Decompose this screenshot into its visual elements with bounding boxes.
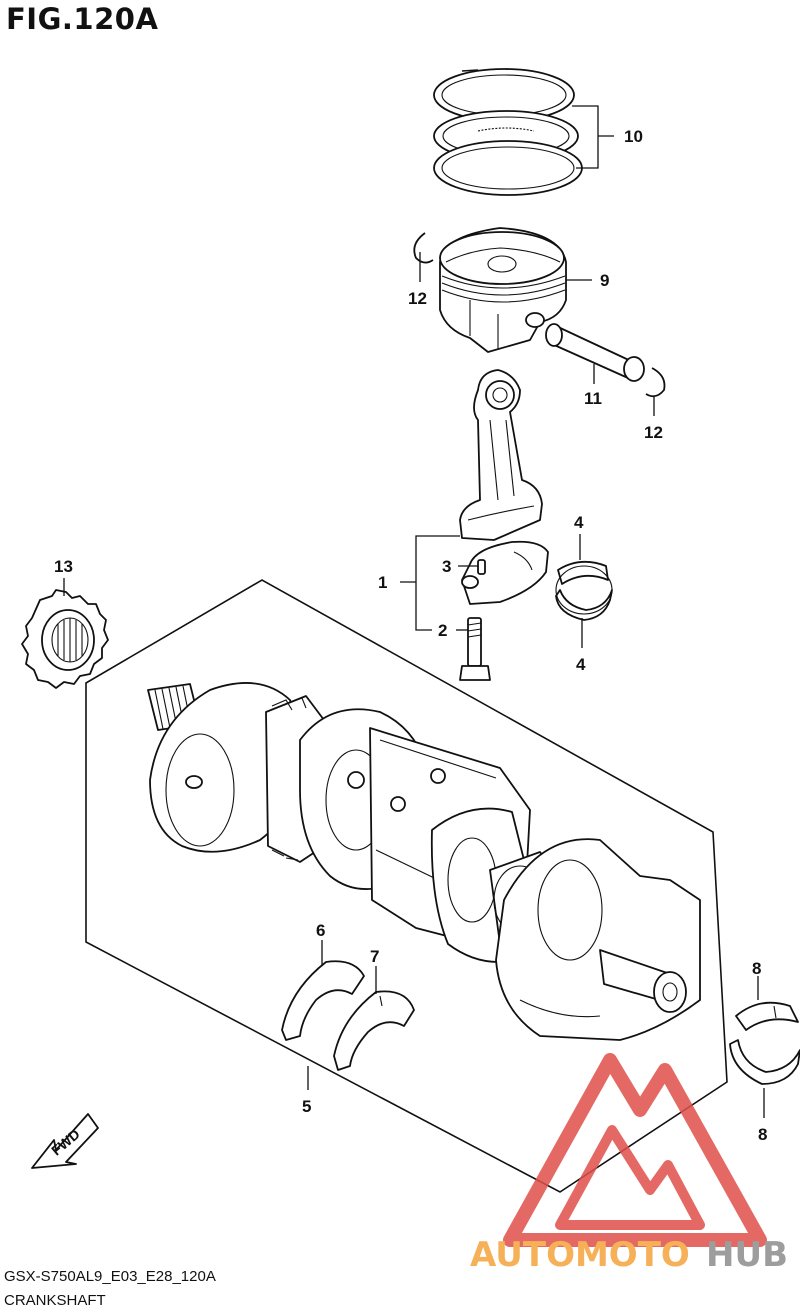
callout-12-left: 12 <box>408 289 427 308</box>
connecting-rod-cap[interactable] <box>461 540 549 605</box>
callout-4-bottom: 4 <box>576 655 586 674</box>
piston-pin[interactable] <box>545 323 645 382</box>
callout-12-right: 12 <box>644 423 663 442</box>
crankshaft-gear[interactable] <box>21 589 109 689</box>
piston-pin-circlip-right[interactable] <box>645 367 666 398</box>
figure-title: FIG.120A <box>6 2 159 36</box>
thrust-bearing-6[interactable] <box>281 960 365 1041</box>
main-bearing[interactable] <box>729 1001 800 1085</box>
callout-13: 13 <box>54 557 73 576</box>
callout-1: 1 <box>378 573 387 592</box>
callout-2: 2 <box>438 621 447 640</box>
crankshaft-assembly-frame <box>85 579 728 1193</box>
callout-4-top: 4 <box>574 513 584 532</box>
leader-lines <box>63 105 765 1118</box>
forward-direction-arrow: FWD <box>31 1113 99 1169</box>
callout-8-bottom: 8 <box>758 1125 767 1144</box>
connecting-rod-bolt[interactable] <box>459 617 491 681</box>
callout-7: 7 <box>370 947 379 966</box>
crankpin-bearing[interactable] <box>555 560 613 621</box>
connecting-rod[interactable] <box>459 369 543 541</box>
footer-section-name: CRANKSHAFT <box>4 1292 106 1309</box>
callout-8-top: 8 <box>752 959 761 978</box>
watermark-text-gray: HUB <box>706 1235 788 1275</box>
watermark-text-orange: AUTOMOTO <box>470 1235 690 1275</box>
footer-code: GSX-S750AL9_E03_E28_120A <box>4 1268 216 1285</box>
callout-9: 9 <box>600 271 609 290</box>
automotohub-watermark: AUTOMOTO HUB <box>470 1053 788 1275</box>
callout-5: 5 <box>302 1097 311 1116</box>
watermark-triangle-outer <box>503 1053 767 1247</box>
callout-11: 11 <box>584 389 602 408</box>
crankshaft[interactable] <box>147 682 701 1041</box>
callout-6: 6 <box>316 921 325 940</box>
piston-pin-circlip-left[interactable] <box>413 232 434 264</box>
callout-3: 3 <box>442 557 451 576</box>
rod-dowel-pin[interactable] <box>477 559 486 575</box>
thrust-bearing-7[interactable] <box>333 990 415 1071</box>
piston-ring-set[interactable] <box>433 68 583 196</box>
piston[interactable] <box>439 227 567 353</box>
callout-10: 10 <box>624 127 643 146</box>
watermark-triangle-inner <box>555 1125 705 1230</box>
